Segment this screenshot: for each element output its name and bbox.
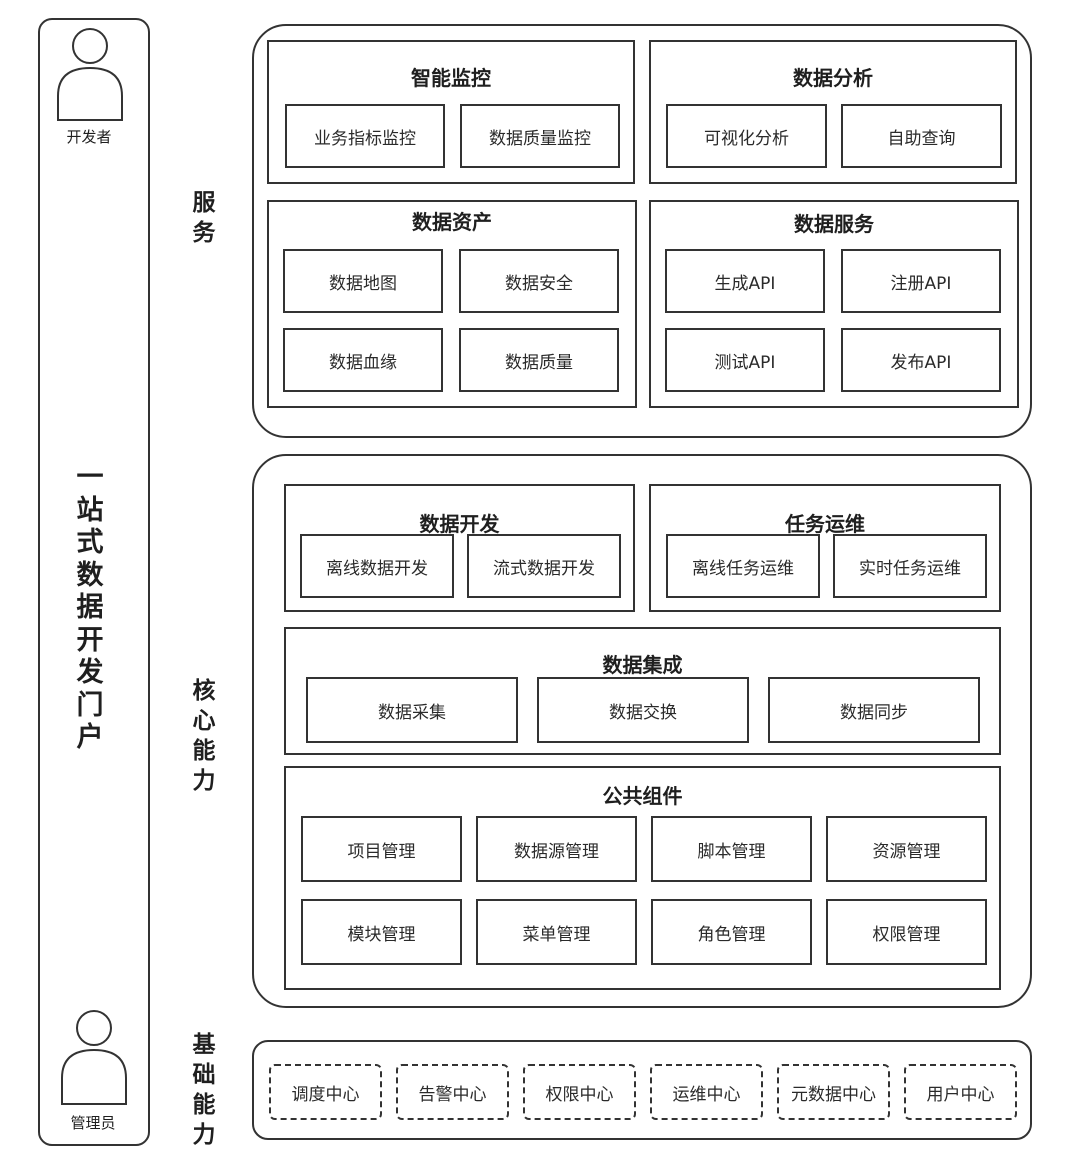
developer-label: 开发者 [66, 128, 112, 146]
group-title: 数据服务 [794, 212, 874, 236]
group-data-service: 数据服务 生成API 注册API 测试API 发布API [649, 200, 1019, 408]
portal-title: 一站式数据开发门户 [76, 462, 104, 753]
item-data-collection: 数据采集 [306, 677, 518, 743]
layer-label-service: 服务 [192, 190, 216, 246]
item-generate-api: 生成API [665, 249, 825, 313]
item-business-metric-monitoring: 业务指标监控 [285, 104, 445, 168]
item-publish-api: 发布API [841, 328, 1001, 392]
base-item-user-center: 用户中心 [904, 1064, 1017, 1120]
item-realtime-task-operations: 实时任务运维 [833, 534, 987, 598]
item-self-service-query: 自助查询 [841, 104, 1002, 168]
group-data-analysis: 数据分析 可视化分析 自助查询 [649, 40, 1017, 184]
group-data-integration: 数据集成 数据采集 数据交换 数据同步 [284, 627, 1001, 755]
group-title: 数据开发 [419, 512, 500, 536]
item-project-management: 项目管理 [301, 816, 462, 882]
item-visual-analysis: 可视化分析 [666, 104, 827, 168]
base-item-metadata-center: 元数据中心 [777, 1064, 890, 1120]
layer-label-base: 基础能力 [192, 1032, 216, 1148]
group-smart-monitoring: 智能监控 业务指标监控 数据质量监控 [267, 40, 635, 184]
item-datasource-management: 数据源管理 [476, 816, 637, 882]
item-data-quality-monitoring: 数据质量监控 [460, 104, 620, 168]
item-data-quality: 数据质量 [459, 328, 619, 392]
item-register-api: 注册API [841, 249, 1001, 313]
group-title: 数据分析 [793, 66, 873, 90]
item-offline-task-operations: 离线任务运维 [666, 534, 820, 598]
item-script-management: 脚本管理 [651, 816, 812, 882]
group-common-components: 公共组件 项目管理 数据源管理 脚本管理 资源管理 模块管理 菜单管理 角色管理… [284, 766, 1001, 990]
item-offline-data-development: 离线数据开发 [300, 534, 454, 598]
item-permission-management: 权限管理 [826, 899, 987, 965]
portal-column [38, 18, 150, 1146]
item-role-management: 角色管理 [651, 899, 812, 965]
base-item-operations-center: 运维中心 [650, 1064, 763, 1120]
group-data-development: 数据开发 离线数据开发 流式数据开发 [284, 484, 635, 612]
layer-label-core: 核心能力 [192, 678, 216, 794]
core-layer [252, 454, 1032, 1008]
admin-icon [61, 1010, 127, 1105]
group-data-assets: 数据资产 数据地图 数据安全 数据血缘 数据质量 [267, 200, 637, 408]
item-data-security: 数据安全 [459, 249, 619, 313]
base-layer: 调度中心 告警中心 权限中心 运维中心 元数据中心 用户中心 [252, 1040, 1032, 1140]
item-menu-management: 菜单管理 [476, 899, 637, 965]
group-title: 公共组件 [602, 784, 683, 808]
base-item-scheduling-center: 调度中心 [269, 1064, 382, 1120]
base-item-alert-center: 告警中心 [396, 1064, 509, 1120]
group-task-operations: 任务运维 离线任务运维 实时任务运维 [649, 484, 1001, 612]
developer-icon [57, 28, 123, 121]
item-resource-management: 资源管理 [826, 816, 987, 882]
item-test-api: 测试API [665, 328, 825, 392]
group-title: 任务运维 [785, 512, 865, 536]
item-data-map: 数据地图 [283, 249, 443, 313]
service-layer [252, 24, 1032, 438]
group-title: 数据集成 [602, 653, 683, 677]
item-data-lineage: 数据血缘 [283, 328, 443, 392]
base-item-permission-center: 权限中心 [523, 1064, 636, 1120]
admin-label: 管理员 [70, 1114, 116, 1132]
item-module-management: 模块管理 [301, 899, 462, 965]
group-title: 智能监控 [411, 66, 491, 90]
item-streaming-data-development: 流式数据开发 [467, 534, 621, 598]
item-data-sync: 数据同步 [768, 677, 980, 743]
group-title: 数据资产 [412, 210, 492, 234]
item-data-exchange: 数据交换 [537, 677, 749, 743]
